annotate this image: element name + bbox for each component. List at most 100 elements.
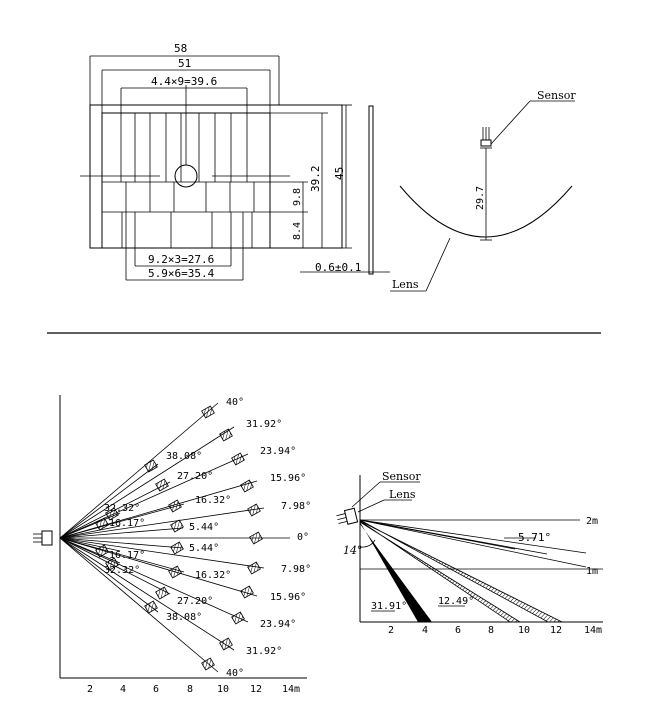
detection-ray [59,537,184,549]
angle-label: 38.08° [166,612,202,623]
dim-inner-width: 51 [178,57,191,70]
detection-zone-marker [170,519,184,533]
label-lens-top: Lens [392,278,419,291]
detection-ray [59,453,249,539]
lens-center-circle [174,164,198,188]
detection-zone-marker [219,428,233,442]
detection-ray [59,507,265,539]
angle-label-zero: 0° [297,532,309,543]
detection-ray [59,402,219,539]
dim-thickness: 0.6±0.1 [315,261,361,274]
lens-side-view [300,105,390,275]
detection-ray [59,537,171,595]
top-x-tick: 4 [120,684,126,695]
top-x-tick: 14m [282,684,300,695]
detection-zone-marker [201,405,215,419]
side-x-tick: 8 [488,625,494,636]
side-view-diagram [336,475,603,623]
dim-focal: 29.7 [475,186,486,210]
dimension-lines-bottom [125,212,244,281]
side-x-tick: 14m [584,625,602,636]
angle-label: 32.32° [104,503,140,514]
label-lens-side: Lens [389,488,416,501]
detection-ray [59,426,235,539]
detection-ray [59,537,159,613]
top-x-tick: 8 [187,684,193,695]
label-angle-c: 31.91° [371,601,407,612]
detection-ray [59,525,121,539]
angle-label: 27.20° [177,596,213,607]
detection-zone-marker [168,499,182,513]
side-x-tick: 4 [422,625,428,636]
detection-ray [59,537,258,597]
angle-label: 23.94° [260,619,296,630]
label-tilt-angle: 14° [343,544,363,557]
angle-label: 5.44° [189,522,219,533]
angle-label: 31.92° [246,419,282,430]
top-view-diagram [33,395,307,679]
detection-ray [59,463,159,539]
angle-label: 15.96° [270,473,306,484]
detection-ray [59,537,121,552]
detection-zone-marker [249,531,263,545]
lens-arc [399,185,573,238]
dim-top-pitch: 4.4×9=39.6 [151,75,217,88]
detection-rays [59,402,290,673]
side-x-tick: 10 [518,625,530,636]
dim-row-b: 8.4 [292,222,303,240]
detection-ray [59,527,184,539]
side-x-tick: 12 [550,625,562,636]
zone-angle-labels-upper: 40° 31.92° 38.08° 23.94° 27.20° 15.96° 1… [104,397,311,543]
sensor-icon-top-view [33,530,53,546]
dim-row-a: 9.8 [292,188,303,206]
detection-zone-marker [155,478,169,492]
angle-label: 5.44° [189,543,219,554]
detection-zone-marker [231,452,245,466]
dim-bottom-pitch-b: 5.9×6=35.4 [148,267,215,280]
detection-zone-marker [247,561,261,575]
sensor-icon-side-view [336,507,359,525]
angle-label: 15.96° [270,592,306,603]
detection-zone-marker [240,479,254,493]
label-height-1m: 1m [586,566,598,577]
detection-ray [59,537,219,673]
detection-zone-marker [144,600,158,614]
detection-zone-marker [155,586,169,600]
angle-label: 16.17° [109,518,145,529]
angle-label: 23.94° [260,446,296,457]
top-x-tick: 10 [217,684,229,695]
angle-label: 40° [226,668,244,679]
label-sensor-side: Sensor [382,470,421,483]
angle-label: 7.98° [281,501,311,512]
detection-zone-marker [144,459,158,473]
angle-label: 16.17° [109,550,145,561]
top-x-tick: 6 [153,684,159,695]
detection-ray [59,537,265,569]
lens-front-view [80,85,343,249]
sensor-icon [480,127,492,147]
lens-columns [102,113,270,248]
top-x-tick: 12 [250,684,262,695]
detection-zone-marker [219,637,233,651]
zone-angle-labels-lower: 5.44° 16.17° 32.32° 7.98° 16.32° 15.96° … [104,543,311,679]
detection-zone-marker [231,611,245,625]
label-height-2m: 2m [586,516,598,527]
detection-ray [59,480,258,539]
dim-bottom-pitch-a: 9.2×3=27.6 [148,253,214,266]
dim-overall-width: 58 [174,42,187,55]
angle-label: 31.92° [246,646,282,657]
lens-curve-view [390,100,575,292]
detection-zone-marker [105,507,119,521]
detection-ray [59,503,185,539]
detection-ray [59,537,185,573]
lens-outer-frame [89,104,343,249]
angle-label: 16.32° [195,570,231,581]
label-angle-b: 12.49° [438,596,474,607]
dim-height-overall: 45 [333,167,346,180]
label-angle-a: 5.71° [518,531,551,544]
detection-zone-marker [201,657,215,671]
tilt-arc [359,539,376,548]
detection-zone-marker [240,585,254,599]
angle-label: 27.20° [177,471,213,482]
